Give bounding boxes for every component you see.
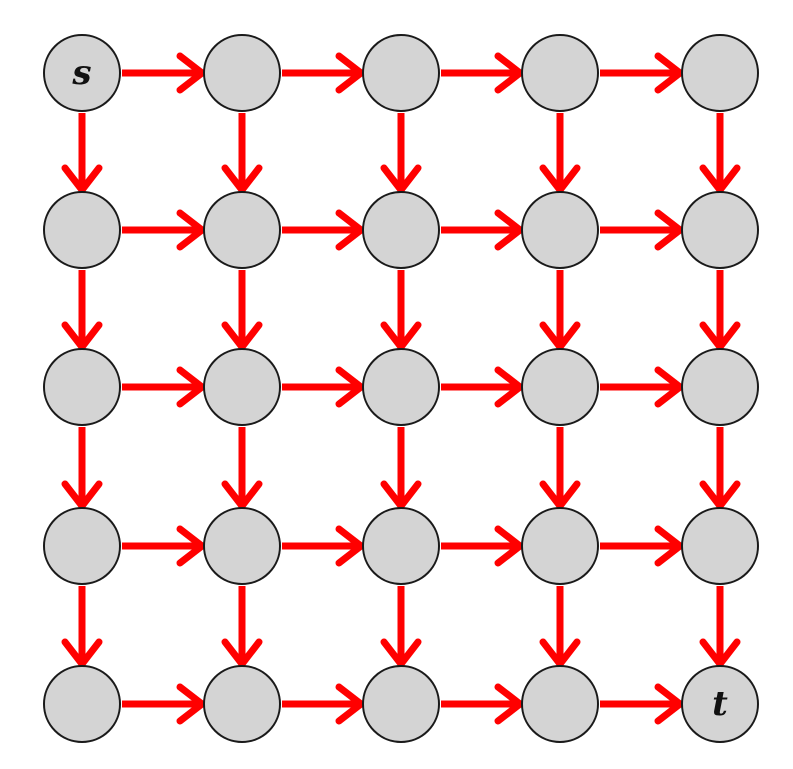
edge-arrow-down-r3c2 [380, 586, 422, 668]
edge-arrow-right-r1c3 [600, 209, 684, 251]
node-r1c2 [362, 191, 440, 269]
edge-arrow-right-r0c2 [441, 52, 524, 94]
node-label-t: t [712, 684, 728, 724]
edge-arrow-right-r4c1 [282, 683, 365, 725]
edge-arrow-down-r1c1 [221, 270, 263, 351]
node-r3c4 [681, 507, 759, 585]
edge-arrow-right-r3c2 [441, 525, 524, 567]
node-r2c4 [681, 348, 759, 426]
node-r3c0 [43, 507, 121, 585]
edge-arrow-down-r0c2 [380, 113, 422, 194]
edge-arrow-right-r3c0 [122, 525, 206, 567]
edge-arrow-right-r2c2 [441, 366, 524, 408]
edge-arrow-down-r1c0 [61, 270, 103, 351]
edge-arrow-down-r0c0 [61, 113, 103, 194]
node-r2c3 [521, 348, 599, 426]
edge-arrow-right-r2c0 [122, 366, 206, 408]
node-r1c3 [521, 191, 599, 269]
edge-arrow-right-r0c1 [282, 52, 365, 94]
node-r3c3 [521, 507, 599, 585]
edge-arrow-right-r1c1 [282, 209, 365, 251]
edge-arrow-down-r0c1 [221, 113, 263, 194]
node-r4c2 [362, 665, 440, 743]
edge-arrow-down-r3c4 [699, 586, 741, 668]
edge-arrow-down-r1c2 [380, 270, 422, 351]
edge-arrow-right-r1c0 [122, 209, 206, 251]
edge-arrow-down-r0c3 [539, 113, 581, 194]
node-r4c3 [521, 665, 599, 743]
node-r4c0 [43, 665, 121, 743]
edge-arrow-right-r4c3 [600, 683, 684, 725]
edge-arrow-down-r2c3 [539, 427, 581, 510]
node-r1c4 [681, 191, 759, 269]
edge-arrow-right-r1c2 [441, 209, 524, 251]
node-s: s [43, 34, 121, 112]
edge-arrow-down-r3c1 [221, 586, 263, 668]
node-r2c2 [362, 348, 440, 426]
edge-arrow-right-r3c1 [282, 525, 365, 567]
edge-arrow-down-r1c4 [699, 270, 741, 351]
nodes-layer: st [43, 34, 759, 743]
node-r0c3 [521, 34, 599, 112]
node-t: t [681, 665, 759, 743]
edge-arrow-down-r3c3 [539, 586, 581, 668]
edge-arrow-down-r1c3 [539, 270, 581, 351]
edge-arrow-down-r2c1 [221, 427, 263, 510]
node-r1c0 [43, 191, 121, 269]
node-label-s: s [71, 53, 91, 93]
edge-arrow-right-r2c1 [282, 366, 365, 408]
edge-arrow-down-r2c4 [699, 427, 741, 510]
edge-arrow-right-r2c3 [600, 366, 684, 408]
edge-arrow-right-r3c3 [600, 525, 684, 567]
edge-arrow-down-r3c0 [61, 586, 103, 668]
node-r0c4 [681, 34, 759, 112]
node-r0c2 [362, 34, 440, 112]
node-r3c2 [362, 507, 440, 585]
edge-arrow-down-r2c2 [380, 427, 422, 510]
node-r3c1 [203, 507, 281, 585]
edge-arrow-right-r0c3 [600, 52, 684, 94]
node-r2c1 [203, 348, 281, 426]
node-r2c0 [43, 348, 121, 426]
edge-arrow-down-r2c0 [61, 427, 103, 510]
edge-arrow-down-r0c4 [699, 113, 741, 194]
node-r0c1 [203, 34, 281, 112]
edges-layer [61, 52, 741, 725]
node-r1c1 [203, 191, 281, 269]
edge-arrow-right-r4c0 [122, 683, 206, 725]
edge-arrow-right-r0c0 [122, 52, 206, 94]
node-r4c1 [203, 665, 281, 743]
edge-arrow-right-r4c2 [441, 683, 524, 725]
